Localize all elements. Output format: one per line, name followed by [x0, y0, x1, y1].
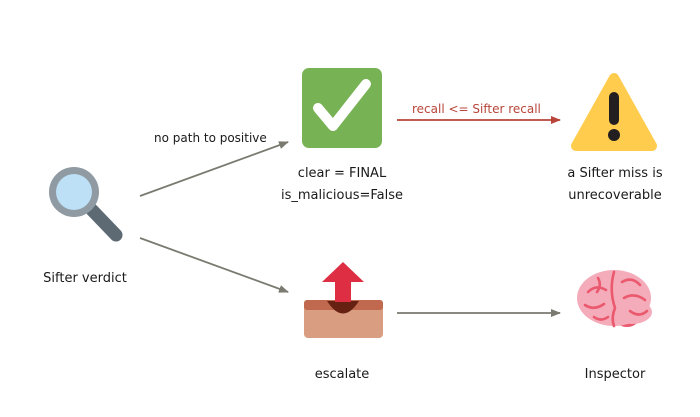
outbox-tray-icon: [304, 262, 383, 338]
edge-label-recall-bound: recall <= Sifter recall: [412, 102, 541, 116]
check-mark-icon: [302, 68, 382, 148]
magnifying-glass-icon: [49, 167, 123, 242]
sifter-miss-label-line1: a Sifter miss is: [567, 166, 663, 181]
is-malicious-false-label: is_malicious=False: [281, 188, 403, 203]
sifter-verdict-label: Sifter verdict: [43, 271, 127, 286]
brain-icon: [577, 270, 652, 328]
warning-icon: [571, 73, 657, 151]
edge-sifter-to-escalate: [139, 237, 289, 293]
edge-label-no-path-to-positive: no path to positive: [154, 131, 267, 145]
sifter-miss-label-line2: unrecoverable: [568, 188, 662, 203]
clear-final-label: clear = FINAL: [297, 166, 387, 181]
edge-sifter-to-clear: [139, 141, 289, 197]
escalate-label: escalate: [314, 367, 370, 382]
inspector-label: Inspector: [584, 367, 646, 382]
